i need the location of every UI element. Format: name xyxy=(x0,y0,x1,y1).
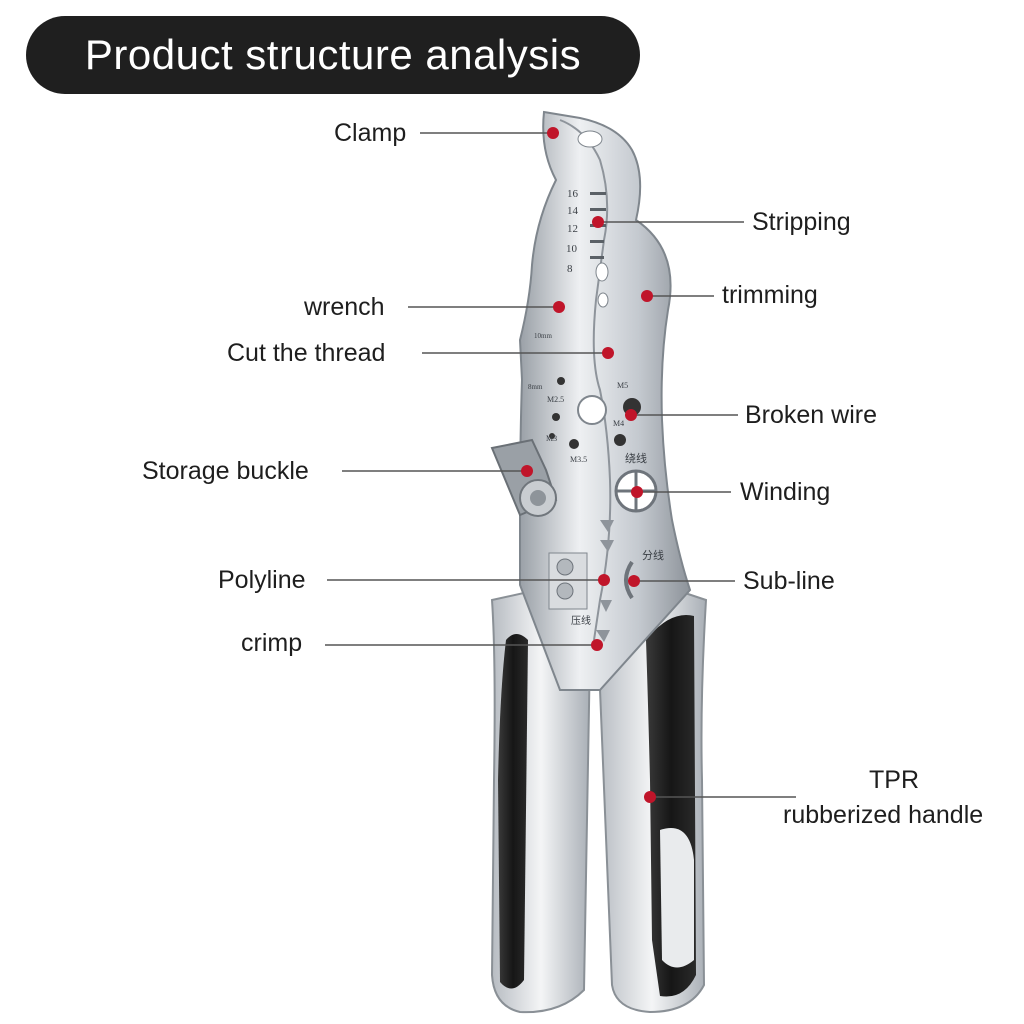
label-trimming: trimming xyxy=(722,281,818,309)
label-winding: Winding xyxy=(740,478,831,506)
leader-lines xyxy=(325,132,796,798)
marker-dot xyxy=(521,465,533,477)
label-cut-thread: Cut the thread xyxy=(227,339,386,367)
marker-dot xyxy=(602,347,614,359)
marker-dot xyxy=(592,216,604,228)
plier-head xyxy=(518,110,692,691)
label-storage-buckle: Storage buckle xyxy=(142,457,309,485)
marker-dot xyxy=(625,409,637,421)
thread-size-mark: 10mm xyxy=(534,332,552,340)
winding-mark: 绕线 xyxy=(625,451,647,465)
label-broken-wire: Broken wire xyxy=(745,401,877,429)
marker-dot xyxy=(644,791,656,803)
crimp-mark: 压线 xyxy=(571,614,591,627)
bolt-size-mark: M2.5 xyxy=(547,395,564,404)
label-clamp: Clamp xyxy=(334,119,407,147)
label-wrench: wrench xyxy=(304,293,385,321)
label-handle-line2: rubberized handle xyxy=(783,801,984,829)
marker-dot xyxy=(641,290,653,302)
callout-markers xyxy=(521,127,656,803)
tool-markings: 16 14 12 10 8 10mm 8mm M2.5 M3 M3.5 M4 M… xyxy=(528,188,664,627)
marker-dot xyxy=(598,574,610,586)
marker-dot xyxy=(631,486,643,498)
page-title: Product structure analysis xyxy=(26,16,640,94)
label-stripping: Stripping xyxy=(752,208,851,236)
label-polyline: Polyline xyxy=(218,566,306,594)
label-sub-line: Sub-line xyxy=(743,567,835,595)
gauge-mark: 8 xyxy=(567,263,573,275)
label-handle-line1: TPR xyxy=(869,766,919,794)
marker-dot xyxy=(553,301,565,313)
storage-buckle xyxy=(490,438,558,517)
gauge-mark: 12 xyxy=(567,223,578,235)
bolt-size-mark: 8mm xyxy=(528,383,543,391)
left-handle xyxy=(490,583,592,1014)
bolt-size-mark: M3.5 xyxy=(570,455,587,464)
marker-dot xyxy=(547,127,559,139)
gauge-mark: 10 xyxy=(566,243,578,255)
marker-dot xyxy=(591,639,603,651)
bolt-size-mark: M5 xyxy=(617,381,628,390)
subline-mark: 分线 xyxy=(642,548,664,562)
marker-dot xyxy=(628,575,640,587)
label-crimp: crimp xyxy=(241,629,303,657)
bolt-size-mark: M3 xyxy=(546,434,557,443)
bolt-size-mark: M4 xyxy=(613,419,624,428)
gauge-mark: 16 xyxy=(567,188,579,200)
gauge-mark: 14 xyxy=(567,205,579,217)
